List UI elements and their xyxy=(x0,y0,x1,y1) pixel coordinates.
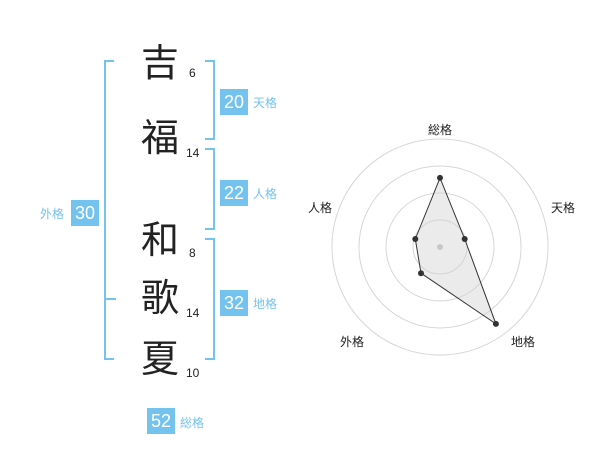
tenkaku-score: 20 xyxy=(220,89,248,115)
radar-point-2 xyxy=(492,320,499,327)
jinkaku-bracket xyxy=(205,148,215,230)
given-char-2: 歌 xyxy=(140,276,179,320)
radar-ring xyxy=(331,138,549,356)
radar-point-0 xyxy=(437,174,443,181)
chikaku-score: 32 xyxy=(220,290,248,316)
radar-axis-label-chikaku: 地格 xyxy=(511,335,536,349)
surname-char-1-strokes: 6 xyxy=(189,66,196,80)
given-char-3: 夏 xyxy=(140,337,179,381)
radar-ring xyxy=(385,192,495,302)
tenkaku-label: 天格 xyxy=(253,96,278,110)
radar-ring xyxy=(412,219,468,275)
radar-point-3 xyxy=(418,270,424,277)
chikaku-bracket xyxy=(205,238,215,360)
gaikaku-bracket xyxy=(104,60,114,360)
surname-char-1: 吉 xyxy=(140,41,179,85)
radar-point-1 xyxy=(461,236,468,242)
radar-series-area xyxy=(414,176,497,326)
jinkaku-label: 人格 xyxy=(253,187,278,201)
given-char-3-strokes: 10 xyxy=(186,366,200,380)
given-char-2-strokes: 14 xyxy=(186,306,200,320)
soukaku-score: 52 xyxy=(147,408,175,434)
fortune-radar-chart xyxy=(331,138,549,356)
soukaku-label: 総格 xyxy=(180,416,205,430)
radar-center-point xyxy=(437,244,443,250)
surname-char-2-strokes: 14 xyxy=(186,146,200,160)
chikaku-label: 地格 xyxy=(253,297,278,311)
given-char-1: 和 xyxy=(140,218,179,262)
gaikaku-label: 外格 xyxy=(40,207,65,221)
radar-ring xyxy=(358,165,522,329)
jinkaku-score: 22 xyxy=(220,180,248,206)
radar-axis-label-tenkaku: 天格 xyxy=(551,201,576,215)
gaikaku-bracket-divider xyxy=(104,298,116,300)
given-char-1-strokes: 8 xyxy=(189,246,196,260)
surname-char-2: 福 xyxy=(140,116,179,160)
tenkaku-bracket xyxy=(205,60,215,140)
radar-point-4 xyxy=(412,236,419,242)
gaikaku-score: 30 xyxy=(71,200,99,226)
radar-axis-label-jinkaku: 人格 xyxy=(308,201,333,215)
radar-axis-label-soukaku: 総格 xyxy=(428,123,453,137)
radar-axis-label-gaikaku: 外格 xyxy=(340,335,365,349)
